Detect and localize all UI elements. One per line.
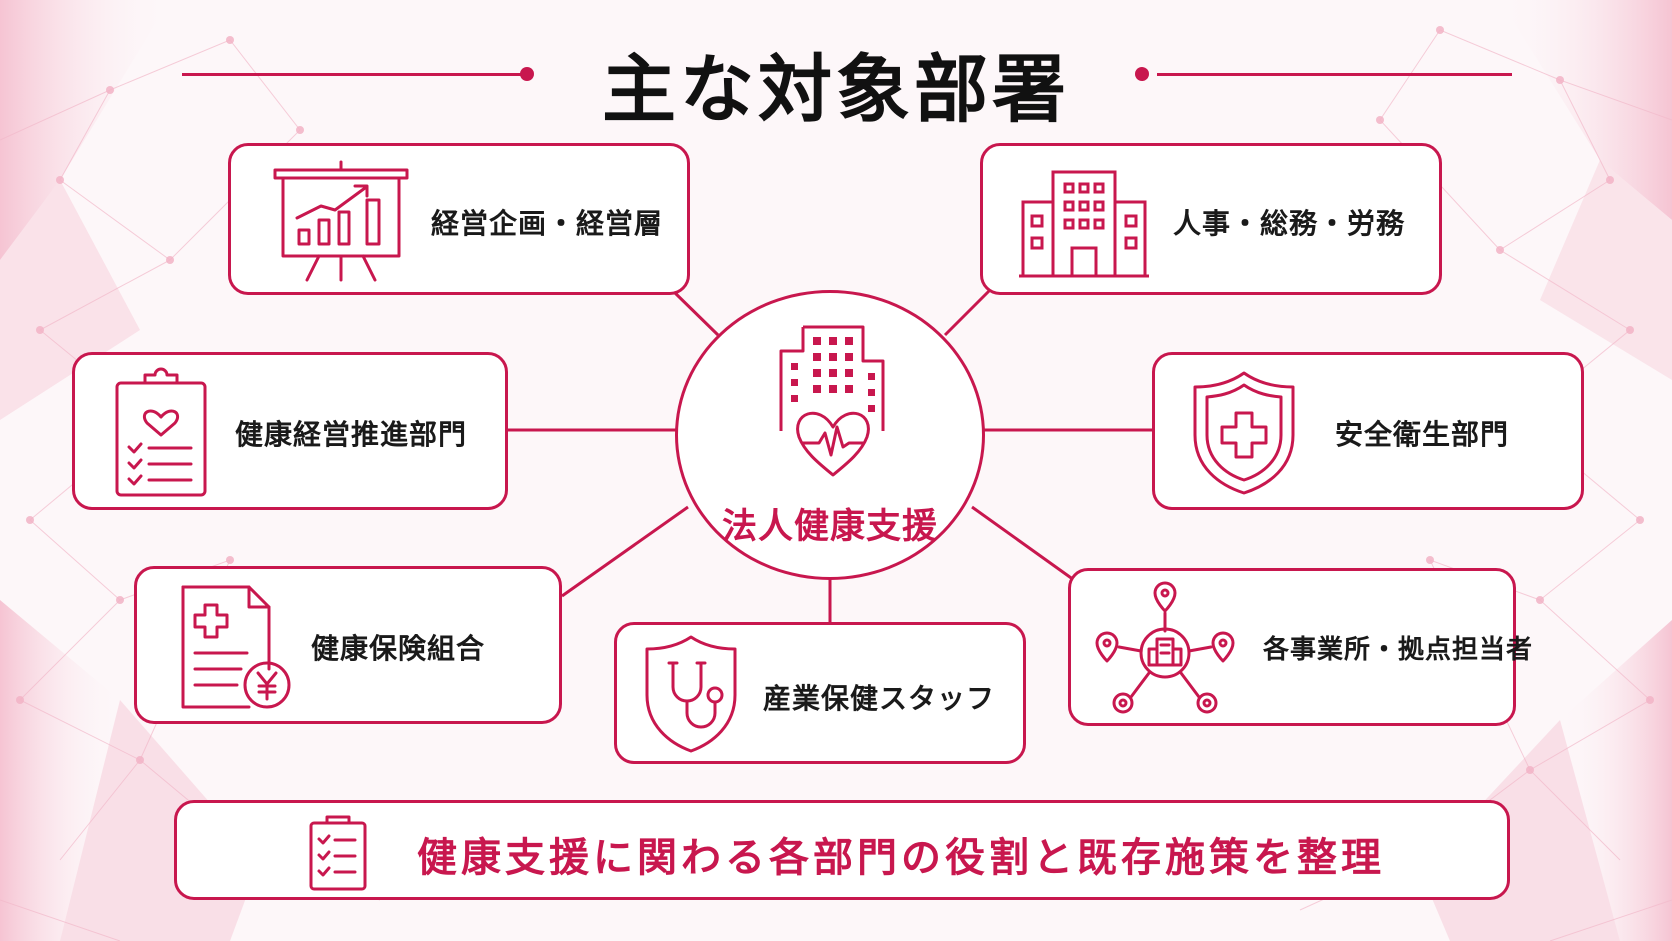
title-line-left (182, 73, 522, 76)
network-locations-icon (1095, 581, 1235, 714)
document-yen-icon (181, 585, 291, 709)
dept-label-sites: 各事業所・拠点担当者 (1263, 635, 1534, 665)
dept-box-occupational-health: 産業保健スタッフ (614, 622, 1026, 764)
page-title: 主な対象部署 (602, 47, 1070, 133)
dept-box-sites: 各事業所・拠点担当者 (1068, 568, 1532, 726)
dept-label-health-management: 健康経営推進部門 (235, 418, 468, 451)
checklist-icon (309, 815, 367, 891)
office-building-icon (1019, 170, 1149, 278)
clipboard-heart-icon (115, 367, 207, 497)
dept-label-insurance: 健康保険組合 (311, 632, 486, 665)
dept-label-hr: 人事・総務・労務 (1173, 207, 1406, 240)
dept-box-hr: 人事・総務・労務 (980, 143, 1442, 295)
dept-box-health-management: 健康経営推進部門 (72, 352, 508, 510)
summary-label: 健康支援に関わる各部門の役割と既存施策を整理 (417, 835, 1385, 881)
presentation-chart-icon (273, 160, 409, 282)
hub-circle: 法人健康支援 (675, 290, 985, 580)
title-dot-right (1135, 67, 1149, 81)
title-line-right (1157, 73, 1512, 76)
dept-label-management: 経営企画・経営層 (431, 207, 664, 240)
hub-label: 法人健康支援 (721, 507, 938, 547)
dept-box-safety: 安全衛生部門 (1152, 352, 1584, 510)
building-heart-icon (779, 325, 885, 477)
dept-label-safety: 安全衛生部門 (1335, 418, 1510, 451)
dept-box-management: 経営企画・経営層 (228, 143, 690, 295)
dept-label-occupational-health: 産業保健スタッフ (763, 682, 996, 715)
shield-stethoscope-icon (645, 635, 737, 753)
dept-box-insurance: 健康保険組合 (134, 566, 562, 724)
title-dot-left (520, 67, 534, 81)
summary-banner: 健康支援に関わる各部門の役割と既存施策を整理 (174, 800, 1510, 900)
title-header: 主な対象部署 (0, 22, 1672, 133)
shield-cross-icon (1193, 371, 1295, 495)
